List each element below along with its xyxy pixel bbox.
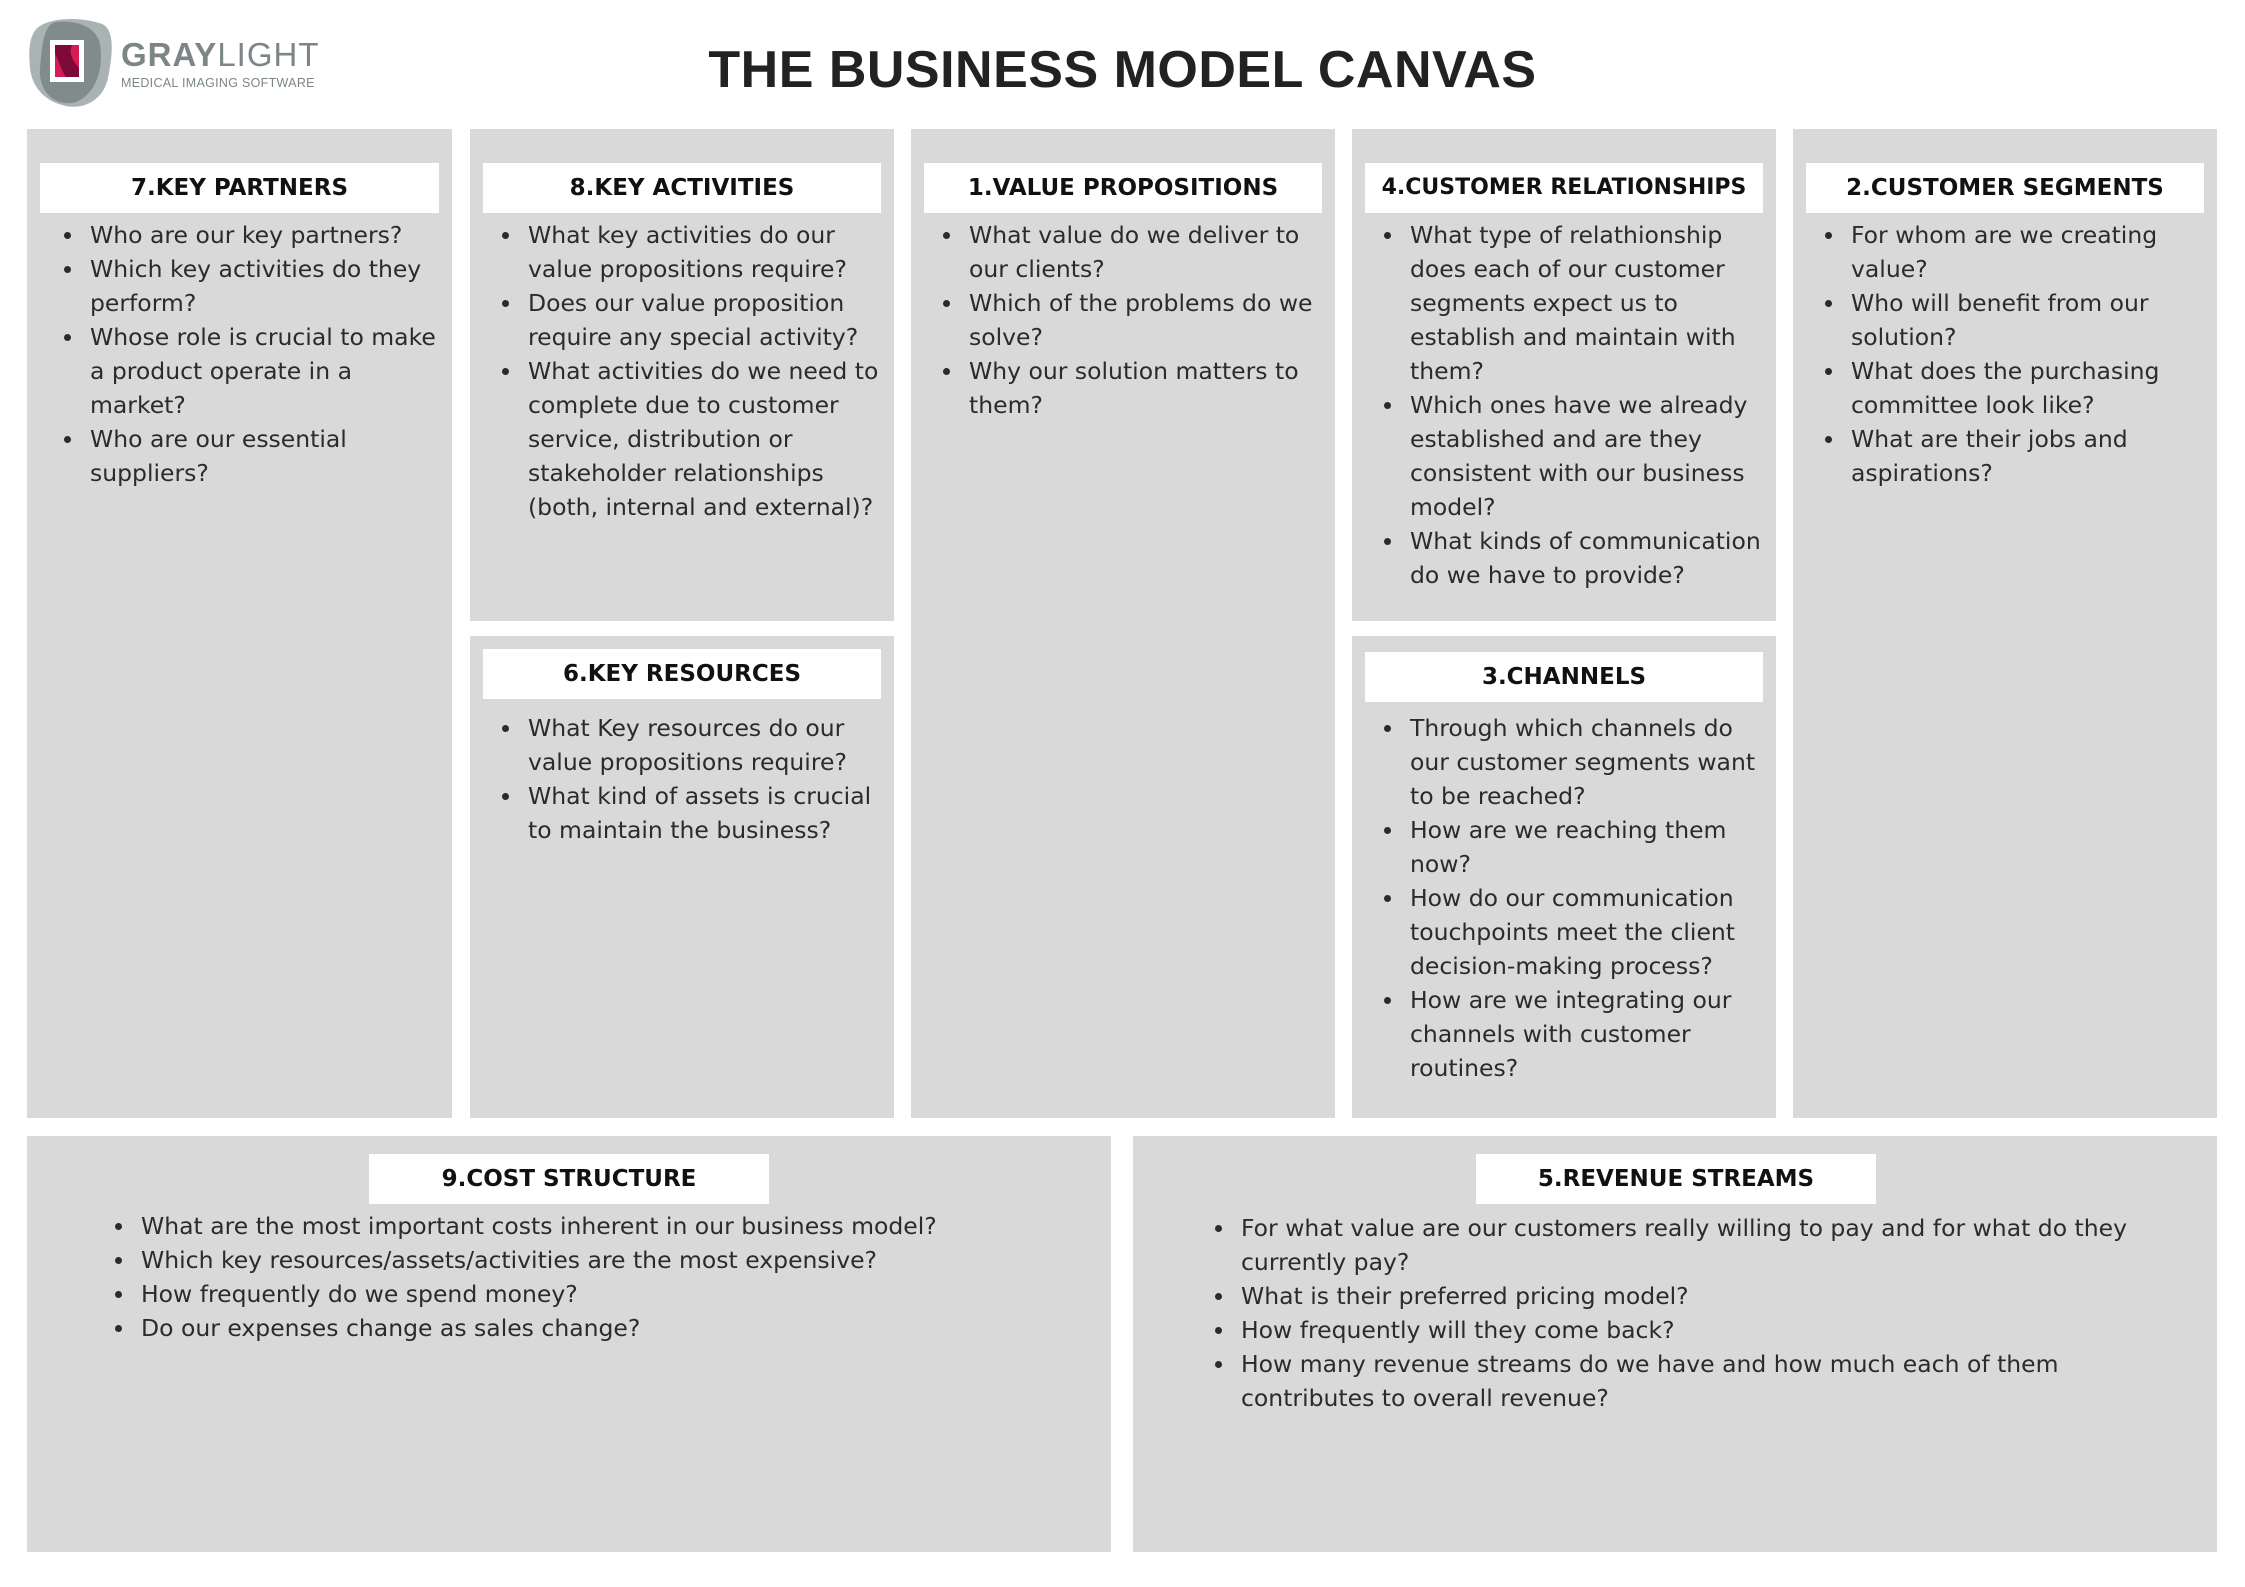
list-item: What are their jobs and aspirations?	[1823, 422, 2207, 490]
question-list: Through which channels do our customer s…	[1382, 711, 1766, 1085]
list-item: For whom are we creating value?	[1823, 218, 2207, 286]
list-item: Who will benefit from our solution?	[1823, 286, 2207, 354]
question-list: What are the most important costs inhere…	[113, 1209, 1071, 1345]
panel-customer-segments: 2.CUSTOMER SEGMENTS For whom are we crea…	[1793, 129, 2217, 1118]
list-item: Who are our essential suppliers?	[62, 422, 442, 490]
panel-key-resources: 6.KEY RESOURCES What Key resources do ou…	[470, 636, 894, 1118]
panel-cost-structure: 9.COST STRUCTURE What are the most impor…	[27, 1136, 1111, 1552]
list-item: Which key resources/assets/activities ar…	[113, 1243, 1071, 1277]
list-item: How are we reaching them now?	[1382, 813, 1766, 881]
list-item: For what value are our customers really …	[1213, 1211, 2137, 1279]
list-item: What are the most important costs inhere…	[113, 1209, 1071, 1243]
question-list: What key activities do our value proposi…	[500, 218, 884, 524]
list-item: Does our value proposition require any s…	[500, 286, 884, 354]
list-item: Whose role is crucial to make a product …	[62, 320, 442, 422]
list-item: How are we integrating our channels with…	[1382, 983, 1766, 1085]
list-item: Which ones have we already established a…	[1382, 388, 1772, 524]
list-item: What key activities do our value proposi…	[500, 218, 884, 286]
section-header: 8.KEY ACTIVITIES	[483, 163, 881, 213]
graylight-logo: GRAYLIGHT MEDICAL IMAGING SOFTWARE	[26, 18, 346, 110]
section-header: 9.COST STRUCTURE	[369, 1154, 769, 1204]
brand-tagline: MEDICAL IMAGING SOFTWARE	[121, 76, 315, 90]
list-item: What kinds of communication do we have t…	[1382, 524, 1772, 592]
question-list: For what value are our customers really …	[1213, 1211, 2137, 1415]
list-item: Do our expenses change as sales change?	[113, 1311, 1071, 1345]
list-item: How frequently do we spend money?	[113, 1277, 1071, 1311]
logo-mark-icon	[29, 19, 112, 107]
question-list: What value do we deliver to our clients?…	[941, 218, 1325, 422]
list-item: What does the purchasing committee look …	[1823, 354, 2207, 422]
list-item: What Key resources do our value proposit…	[500, 711, 884, 779]
list-item: How many revenue streams do we have and …	[1213, 1347, 2137, 1415]
list-item: What value do we deliver to our clients?	[941, 218, 1325, 286]
section-header: 1.VALUE PROPOSITIONS	[924, 163, 1322, 213]
section-header: 4.CUSTOMER RELATIONSHIPS	[1365, 163, 1763, 213]
section-header: 3.CHANNELS	[1365, 652, 1763, 702]
list-item: Which of the problems do we solve?	[941, 286, 1325, 354]
brand-name: GRAYLIGHT	[121, 36, 320, 73]
list-item: Why our solution matters to them?	[941, 354, 1325, 422]
list-item: Who are our key partners?	[62, 218, 442, 252]
question-list: For whom are we creating value? Who will…	[1823, 218, 2207, 490]
panel-key-partners: 7.KEY PARTNERS Who are our key partners?…	[27, 129, 452, 1118]
list-item: How frequently will they come back?	[1213, 1313, 2137, 1347]
section-header: 5.REVENUE STREAMS	[1476, 1154, 1876, 1204]
list-item: What type of relathionship does each of …	[1382, 218, 1772, 388]
panel-value-propositions: 1.VALUE PROPOSITIONS What value do we de…	[911, 129, 1335, 1118]
panel-customer-relationships: 4.CUSTOMER RELATIONSHIPS What type of re…	[1352, 129, 1776, 621]
section-header: 6.KEY RESOURCES	[483, 649, 881, 699]
list-item: What activities do we need to complete d…	[500, 354, 884, 524]
panel-channels: 3.CHANNELS Through which channels do our…	[1352, 636, 1776, 1118]
list-item: Through which channels do our customer s…	[1382, 711, 1766, 813]
list-item: How do our communication touchpoints mee…	[1382, 881, 1766, 983]
list-item: Which key activities do they perform?	[62, 252, 442, 320]
question-list: What type of relathionship does each of …	[1382, 218, 1772, 592]
section-header: 2.CUSTOMER SEGMENTS	[1806, 163, 2204, 213]
panel-revenue-streams: 5.REVENUE STREAMS For what value are our…	[1133, 1136, 2217, 1552]
panel-key-activities: 8.KEY ACTIVITIES What key activities do …	[470, 129, 894, 621]
question-list: What Key resources do our value proposit…	[500, 711, 884, 847]
list-item: What is their preferred pricing model?	[1213, 1279, 2137, 1313]
list-item: What kind of assets is crucial to mainta…	[500, 779, 884, 847]
question-list: Who are our key partners? Which key acti…	[62, 218, 442, 490]
section-header: 7.KEY PARTNERS	[40, 163, 439, 213]
page-title: THE BUSINESS MODEL CANVAS	[708, 41, 1537, 99]
